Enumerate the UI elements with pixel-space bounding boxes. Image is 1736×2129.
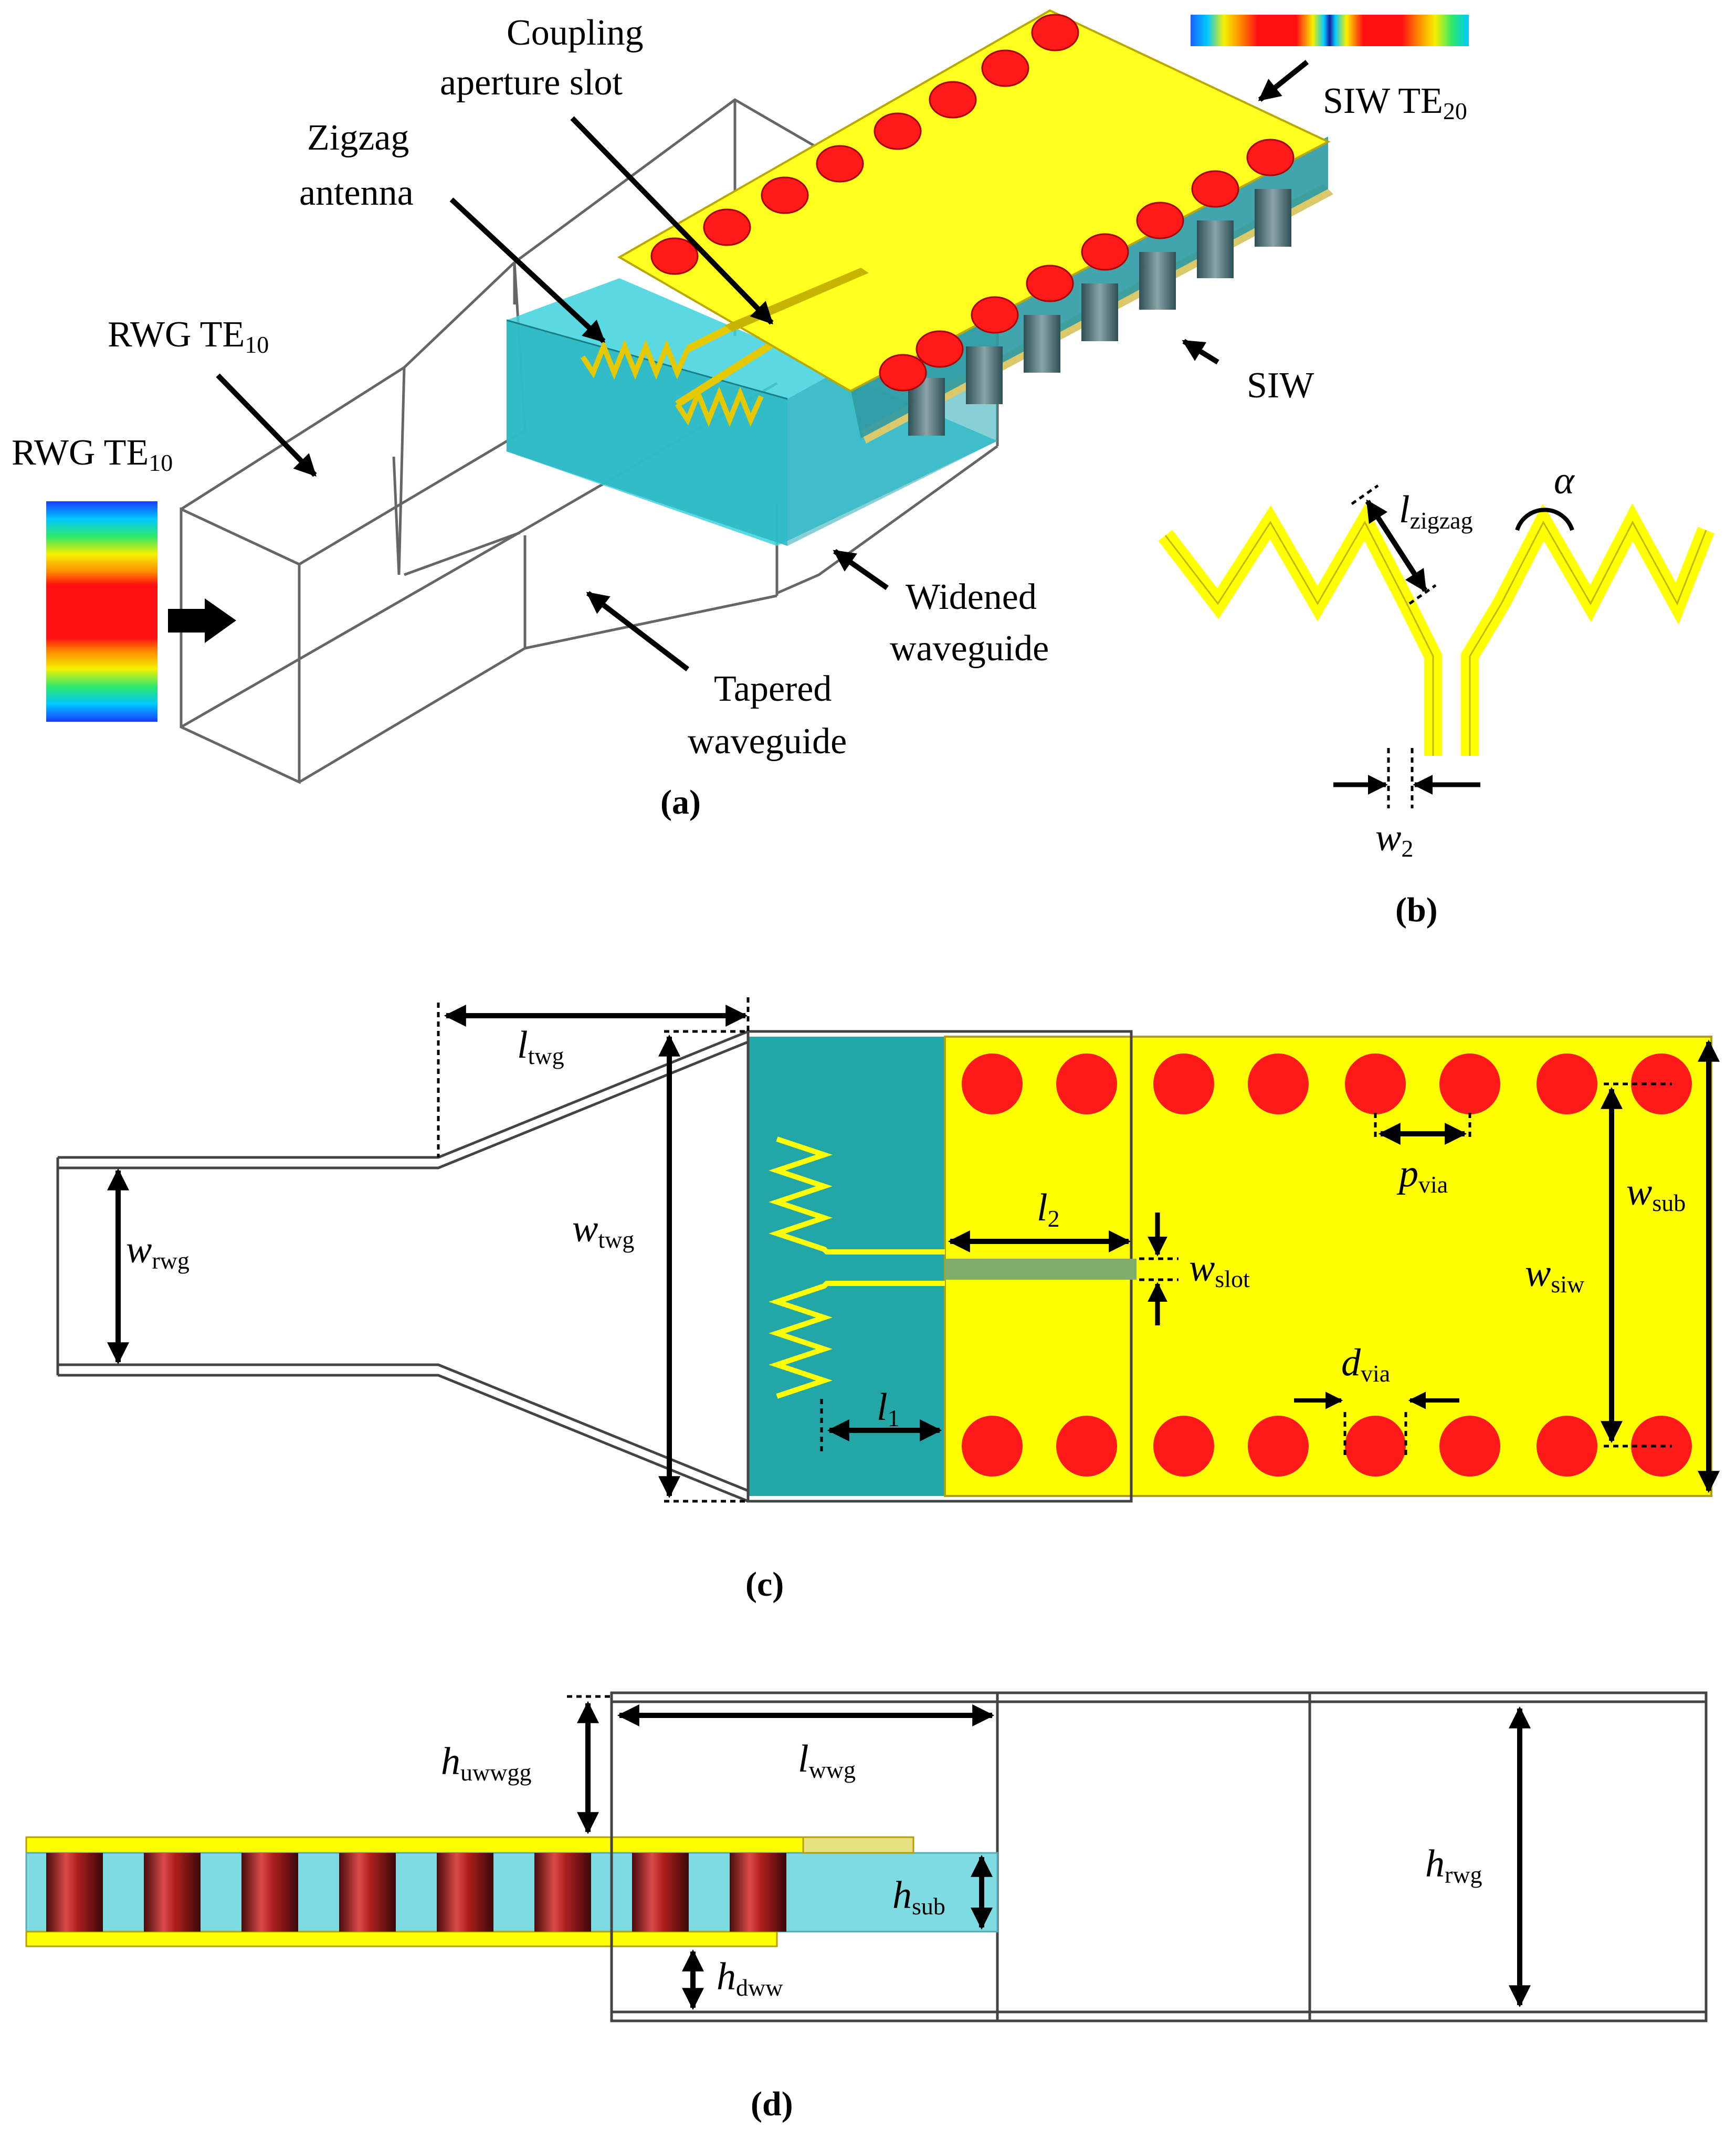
zigzag-antenna-c bbox=[769, 1136, 945, 1399]
label-aperture-slot: aperture slot bbox=[440, 62, 623, 103]
top-copper-d bbox=[25, 1836, 914, 1854]
label-widened-waveguide: waveguide bbox=[890, 628, 1049, 669]
dimensions-d bbox=[567, 1695, 1531, 2010]
label-wslot: wslot bbox=[1189, 1247, 1250, 1292]
panel-a: Coupling aperture slot Zigzag antenna SI… bbox=[12, 9, 1469, 821]
label-hsub: hsub bbox=[892, 1874, 945, 1920]
siw-via-cylinders bbox=[908, 189, 1291, 436]
label-wtwg: wtwg bbox=[572, 1207, 634, 1253]
label-l2: l2 bbox=[1037, 1186, 1060, 1232]
label-pvia: pvia bbox=[1396, 1152, 1448, 1198]
zigzag-antenna-detail bbox=[1158, 503, 1714, 756]
caption-a: (a) bbox=[660, 783, 701, 821]
label-rwg-te10-b: RWG TE10 bbox=[12, 433, 173, 476]
bottom-copper-d bbox=[25, 1931, 778, 1947]
label-lwwg: lwwg bbox=[798, 1737, 856, 1783]
siw-via-tops bbox=[650, 14, 1295, 392]
label-l1: l1 bbox=[877, 1386, 900, 1431]
siw-vias-c bbox=[962, 1053, 1692, 1477]
label-widened: Widened bbox=[906, 577, 1037, 617]
via-cross-sections-d bbox=[46, 1853, 786, 1932]
caption-d: (d) bbox=[751, 2085, 793, 2123]
label-dvia: dvia bbox=[1341, 1341, 1390, 1387]
label-rwg-te10-a: RWG TE10 bbox=[108, 314, 269, 358]
siw-te20-field-map bbox=[1191, 15, 1469, 46]
label-wrwg: wrwg bbox=[126, 1228, 190, 1274]
label-wsiw: wsiw bbox=[1525, 1252, 1585, 1298]
label-lzigzag: lzigzag bbox=[1399, 488, 1473, 534]
label-ltwg: ltwg bbox=[517, 1024, 564, 1069]
label-tapered: Tapered bbox=[714, 669, 832, 709]
substrate-c bbox=[748, 1037, 948, 1496]
label-siw-te20: SIW TE20 bbox=[1323, 81, 1467, 124]
label-hrwg: hrwg bbox=[1425, 1842, 1482, 1888]
label-siw: SIW bbox=[1247, 365, 1314, 406]
label-w2: w2 bbox=[1375, 816, 1413, 862]
coupling-slot-c bbox=[945, 1259, 1137, 1280]
panel-b: lzigzag α w2 (b) bbox=[1158, 459, 1714, 929]
caption-c: (c) bbox=[745, 1565, 784, 1604]
dim-w2 bbox=[1333, 748, 1480, 808]
siw-board-3d bbox=[617, 9, 1333, 444]
label-antenna: antenna bbox=[299, 173, 414, 213]
label-huwwgg: huwwgg bbox=[441, 1740, 531, 1786]
label-alpha: α bbox=[1554, 459, 1575, 502]
pointer-arrows-a bbox=[216, 60, 1309, 671]
label-tapered-waveguide: waveguide bbox=[688, 721, 847, 762]
dim-lzigzag bbox=[1351, 484, 1437, 605]
label-wsub: wsub bbox=[1626, 1171, 1686, 1216]
panel-c: ltwg wrwg wtwg l2 l1 wslot pvia dvia wsi… bbox=[56, 997, 1720, 1604]
label-zigzag: Zigzag bbox=[307, 118, 409, 158]
panel-d: huwwgg lwwg hsub hdww hrwg (d) bbox=[25, 1691, 1708, 2123]
label-coupling: Coupling bbox=[507, 13, 644, 53]
caption-b: (b) bbox=[1395, 891, 1438, 929]
zigzag-outline bbox=[1164, 520, 1707, 756]
rwg-te10-field-map bbox=[46, 501, 157, 722]
dimensions-c bbox=[107, 997, 1720, 1503]
label-hdww: hdww bbox=[717, 1955, 783, 2001]
input-arrow bbox=[168, 598, 236, 643]
angle-alpha-arc bbox=[1515, 508, 1574, 531]
